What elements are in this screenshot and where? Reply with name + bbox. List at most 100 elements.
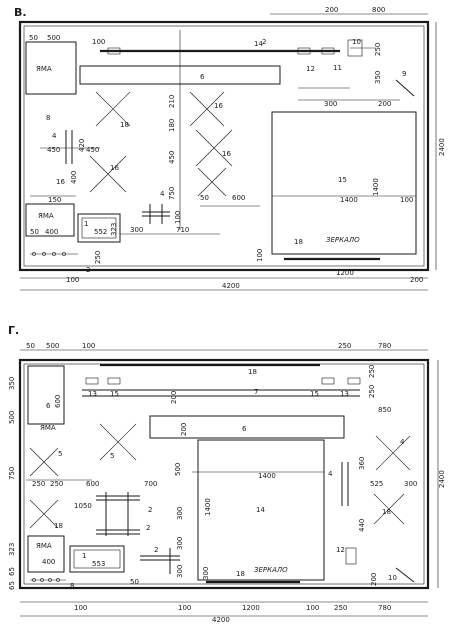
- plan-b-dim-50b: 50: [200, 194, 209, 202]
- plan-b-dim-1400h: 1400: [372, 178, 380, 196]
- plan-b-dim-450c: 450: [168, 151, 176, 164]
- plan-g-pit-top: [27, 365, 65, 425]
- plan-g-mark-2c: 2: [154, 546, 158, 554]
- plan-g-dim-100d: 100: [306, 604, 319, 612]
- plan-b-mark-4: 4: [52, 132, 57, 140]
- plan-g-dim-200b: 200: [180, 423, 188, 436]
- plan-g-dim-360: 360: [358, 457, 366, 470]
- plan-b-dim-50: 50: [29, 34, 38, 42]
- plan-b-dim-4200: 4200: [222, 282, 240, 290]
- plan-g-dim-100c: 100: [178, 604, 191, 612]
- plan-b-dim-100c: 100: [256, 249, 264, 262]
- plan-b-pit-top-label: ЯМА: [36, 65, 52, 73]
- plan-g-dim-323: 323: [8, 543, 16, 556]
- plan-g-dim-400: 400: [42, 558, 55, 566]
- plan-g-bench-1: [69, 545, 125, 573]
- plan-g-dim-4200: 4200: [212, 616, 230, 624]
- plan-g-inner-wall: [23, 363, 425, 585]
- plan-b-dim-400: 400: [70, 171, 78, 184]
- plan-b-dim-100d: 100: [66, 276, 79, 284]
- plan-g-dim-350: 350: [8, 377, 16, 390]
- plan-g-dim-500c: 500: [174, 463, 182, 476]
- plan-b-dim-450b: 450: [86, 146, 99, 154]
- plan-b-dim-300b: 300: [130, 226, 143, 234]
- plan-g-dim-600b: 600: [86, 480, 99, 488]
- plan-g-dim-1200: 1200: [242, 604, 260, 612]
- plan-g-dim-300e: 300: [176, 565, 184, 578]
- plan-b-dim-600: 600: [232, 194, 245, 202]
- plan-b-pit-bottom-label: ЯМА: [38, 212, 54, 220]
- plan-b-mark-12: 11: [333, 64, 342, 72]
- plan-g-letter: Г.: [8, 324, 19, 337]
- plan-b-mark-15d: 16: [56, 178, 65, 186]
- plan-g-dim-780b: 780: [378, 604, 391, 612]
- plan-g-dim-1400h: 1400: [204, 498, 212, 516]
- plan-b-mark-8: 2: [86, 266, 90, 274]
- plan-g-dim-1050: 1050: [74, 502, 92, 510]
- plan-g-mark-18b: 18: [236, 570, 245, 578]
- plan-b-dim-1400w: 1400: [340, 196, 358, 204]
- plan-g-mark-7: 7: [254, 388, 258, 396]
- plan-g-mark-11: 13: [88, 390, 97, 398]
- plan-g-mark-15a: 18: [54, 522, 63, 530]
- plan-g-dim-553: 553: [92, 560, 105, 568]
- plan-b-dim-2400: 2400: [438, 138, 446, 156]
- plan-g-mark-4b: 4: [328, 470, 333, 478]
- plan-g-dim-300b: 300: [404, 480, 417, 488]
- plan-g-dim-500: 500: [46, 342, 59, 350]
- plan-b-dim-100: 100: [92, 38, 105, 46]
- plan-b-mirror-square-14: [271, 111, 417, 255]
- plan-g-dim-100: 100: [82, 342, 95, 350]
- plan-g-dim-250d: 250: [334, 604, 347, 612]
- plan-g-mark-5a: 5: [58, 450, 62, 458]
- plan-g-dim-300c: 300: [176, 507, 184, 520]
- plan-b-dim-710: 710: [176, 226, 189, 234]
- plan-b-dim-150: 150: [48, 196, 61, 204]
- plan-b-dim-180: 180: [168, 119, 176, 132]
- plan-g-mark-2a: 2: [148, 506, 152, 514]
- plan-g-outer-wall: [18, 358, 430, 590]
- plan-g-dim-100b: 100: [74, 604, 87, 612]
- plan-g-mark-4a: 4: [400, 438, 405, 446]
- plan-g-mark-10b: 10: [388, 574, 397, 582]
- plan-b-pit-bottom: [25, 203, 75, 237]
- plan-g-dim-200: 200: [170, 391, 178, 404]
- plan-b-bench-6: [79, 65, 281, 85]
- plan-b-inner-wall: [23, 25, 425, 267]
- plan-b-dim-200b: 200: [410, 276, 423, 284]
- plan-g-pit-bottom: [27, 535, 65, 573]
- plan-g-dim-300d: 300: [176, 537, 184, 550]
- plan-b-dim-500: 500: [47, 34, 60, 42]
- plan-b-mark-4b: 4: [160, 190, 165, 198]
- plan-g-dim-250-left: 250: [32, 480, 45, 488]
- plan-b-dim-552: 552: [94, 228, 107, 236]
- plan-g-dim-300: 300: [202, 567, 210, 580]
- plan-g-dim-65b: 65: [8, 581, 16, 590]
- plan-g-dim-250-left2: 250: [50, 480, 63, 488]
- plan-g-mirror-label: ЗЕРКАЛО: [254, 566, 288, 574]
- plan-b-mark-1: 1: [84, 220, 88, 228]
- plan-b-dim-420: 420: [78, 139, 86, 152]
- plan-b-mark-18: 18: [294, 238, 303, 246]
- plan-g-dim-700: 700: [144, 480, 157, 488]
- plan-b-mark-16: 18: [120, 121, 129, 129]
- plan-g-dim-250: 250: [338, 342, 351, 350]
- plan-b-dim-50c: 50: [30, 228, 39, 236]
- plan-b-dim-210: 210: [168, 95, 176, 108]
- plan-b-dim-450: 450: [47, 146, 60, 154]
- plan-g-dim-200c: 200: [370, 573, 378, 586]
- plan-b-bench-1: [77, 213, 121, 243]
- plan-b-dim-top-200: 200: [325, 6, 338, 14]
- plan-g-mark-5b: 5: [110, 452, 114, 460]
- plan-b-dim-750: 750: [168, 187, 176, 200]
- plan-b-dim-323: 323: [110, 223, 118, 236]
- plan-b-mark-9: 8: [46, 114, 50, 122]
- plan-g-dim-50: 50: [26, 342, 35, 350]
- plan-g-mark-14: 14: [256, 506, 265, 514]
- plan-b-dim-400b: 400: [45, 228, 58, 236]
- plan-b-mark-14: 15: [338, 176, 347, 184]
- plan-g-bench-6: [149, 415, 345, 439]
- plan-b-mark-11: 10: [352, 38, 361, 46]
- plan-g-mark-8: 8: [70, 582, 74, 590]
- plan-g-pit-top-label: ЯМА: [40, 424, 56, 432]
